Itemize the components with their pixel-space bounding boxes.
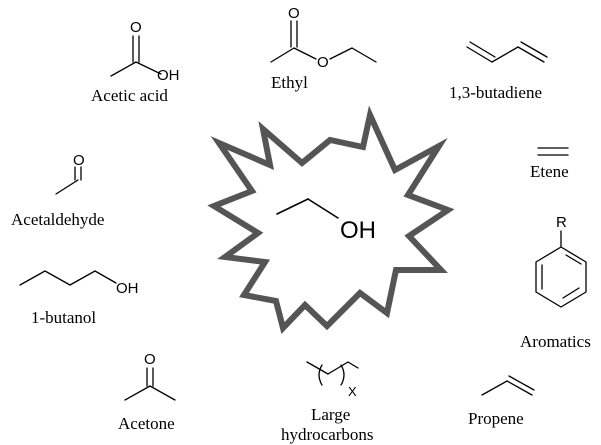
butadiene-molecule bbox=[466, 41, 548, 63]
butadiene-label: 1,3-butadiene bbox=[449, 83, 542, 102]
acetic-acid-oh-atom: OH bbox=[157, 67, 180, 84]
ethyl-carbonyl-o-atom: O bbox=[288, 5, 300, 22]
aromatics-molecule: R bbox=[535, 214, 587, 308]
propene-label: Propene bbox=[468, 409, 524, 428]
ethyl-label: Ethyl bbox=[271, 73, 308, 92]
ethyl-ester-o-atom: O bbox=[317, 54, 329, 71]
large-hydrocarbons-label-line2: hydrocarbons bbox=[281, 425, 374, 444]
starburst-shape bbox=[207, 105, 455, 334]
acetaldehyde-label: Acetaldehyde bbox=[11, 210, 104, 229]
acetic-acid-label: Acetic acid bbox=[91, 86, 168, 105]
large-hydrocarbons-molecule: X bbox=[306, 361, 359, 399]
butanol-oh-atom: OH bbox=[116, 280, 139, 297]
ethyl-molecule: O O bbox=[270, 5, 377, 71]
acetaldehyde-molecule: O bbox=[55, 152, 85, 195]
ethanol-oh-atom: OH bbox=[340, 217, 376, 244]
acetone-molecule: O bbox=[124, 351, 176, 401]
acetic-acid-o-atom: O bbox=[130, 19, 142, 36]
ethanol-molecule: OH bbox=[276, 198, 376, 244]
acetic-acid-molecule: O OH bbox=[110, 19, 180, 84]
butanol-label: 1-butanol bbox=[31, 308, 96, 327]
large-hydrocarbons-subscript: X bbox=[348, 384, 357, 399]
etene-molecule bbox=[537, 147, 569, 156]
large-hydrocarbons-label-line1: Large bbox=[311, 405, 350, 424]
butanol-molecule: OH bbox=[19, 270, 139, 297]
aromatics-label: Aromatics bbox=[520, 332, 591, 351]
propene-molecule bbox=[481, 375, 535, 396]
etene-label: Etene bbox=[530, 162, 569, 181]
acetaldehyde-o-atom: O bbox=[73, 152, 85, 169]
aromatics-r-atom: R bbox=[556, 214, 567, 231]
acetone-o-atom: O bbox=[144, 351, 156, 368]
acetone-label: Acetone bbox=[118, 414, 175, 433]
